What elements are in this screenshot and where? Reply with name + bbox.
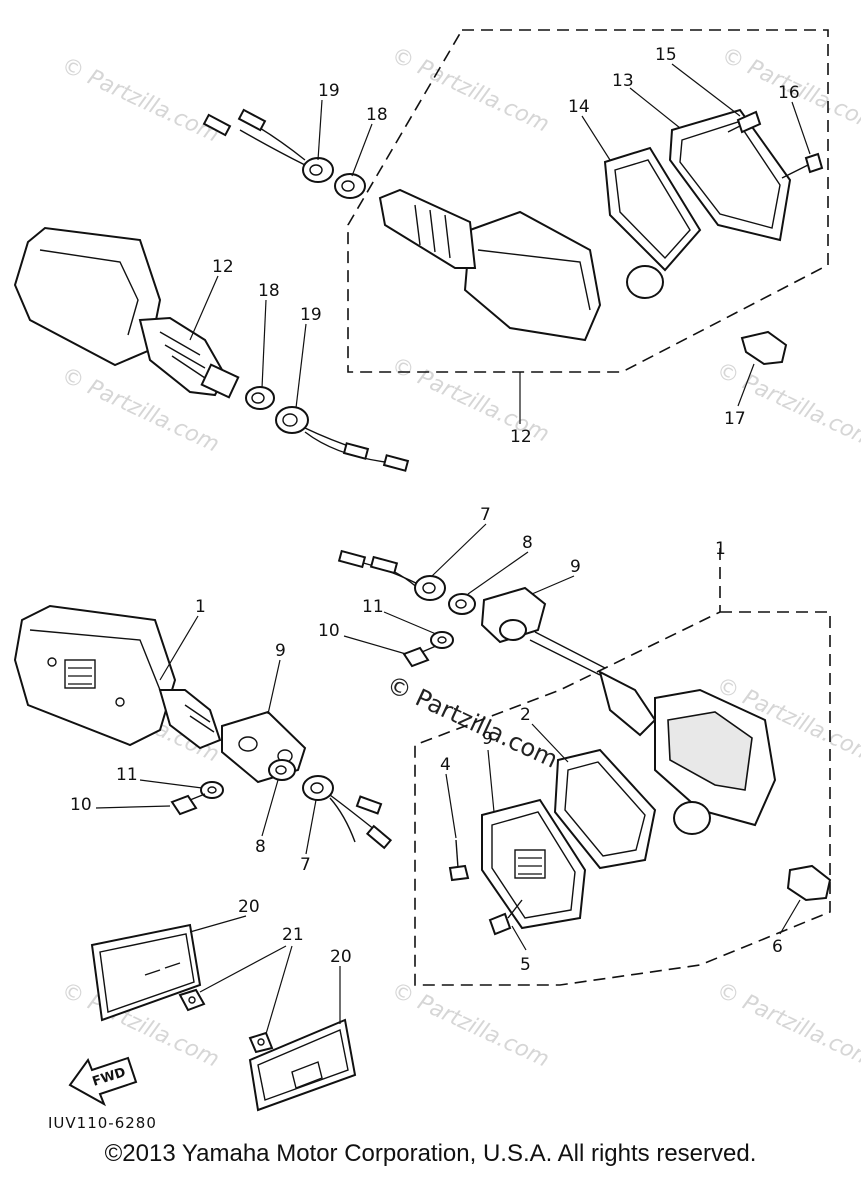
callout-9: 9 (275, 641, 286, 661)
watermark: © Partzilla.com (712, 358, 861, 453)
callout-11: 11 (362, 597, 384, 617)
callout-11: 11 (116, 765, 138, 785)
callout-9: 9 (570, 557, 581, 577)
lens-pattern-icon (514, 849, 546, 879)
watermark: © Partzilla.com (712, 978, 861, 1073)
grommet-19-rear-left (275, 406, 309, 434)
callout-1: 1 (715, 539, 726, 559)
callout-7: 7 (480, 505, 491, 525)
grommet-7-right (414, 575, 446, 601)
callout-13: 13 (612, 71, 634, 91)
watermark: © Partzilla.com (57, 53, 222, 148)
callout-7: 7 (300, 855, 311, 875)
callout-20: 20 (238, 897, 260, 917)
callout-8: 8 (255, 837, 266, 857)
wire-leads-rear-right (202, 108, 306, 166)
screw-4 (448, 839, 470, 882)
flasher-stem (529, 631, 606, 676)
nut-8-left (268, 759, 296, 781)
flasher-front-left (13, 604, 222, 750)
nut-21-left (178, 988, 206, 1012)
wire-leads-front-left (329, 794, 393, 850)
callout-12: 12 (212, 257, 234, 277)
callout-9: 9 (482, 729, 493, 749)
callout-12: 12 (510, 427, 532, 447)
reflector-pattern-icon (291, 1061, 323, 1089)
reflector-20-right (248, 1018, 357, 1112)
watermark: © Partzilla.com (387, 43, 552, 138)
callout-16: 16 (778, 83, 800, 103)
lens-pattern-icon (64, 659, 96, 689)
callout-19: 19 (318, 81, 340, 101)
watermark: © Partzilla.com (387, 978, 552, 1073)
gasket-rear (603, 146, 702, 272)
washer-11-right (430, 631, 454, 649)
callout-20: 20 (330, 947, 352, 967)
bolt-10-left (170, 793, 206, 816)
callout-5: 5 (520, 955, 531, 975)
callout-18: 18 (366, 105, 388, 125)
group-boundary-rear (347, 29, 829, 373)
screw-15 (727, 110, 762, 134)
wire-leads-front-right (337, 549, 421, 591)
flasher-rear-left (13, 226, 240, 399)
callout-10: 10 (70, 795, 92, 815)
bulb-17 (740, 330, 788, 366)
bolt-10-right (402, 645, 437, 668)
callouts-front: 7 8 9 1 11 10 1 9 11 10 8 7 2 9 4 5 6 20… (70, 505, 801, 1035)
flasher-front-right (598, 670, 777, 835)
parts-diagram: © Partzilla.com © Partzilla.com © Partzi… (13, 29, 861, 1130)
callout-2: 2 (520, 705, 531, 725)
bulb-in-housing (673, 801, 711, 835)
callout-1: 1 (195, 597, 206, 617)
callout-6: 6 (772, 937, 783, 957)
lens-front (481, 798, 587, 930)
callout-14: 14 (568, 97, 590, 117)
callout-8: 8 (522, 533, 533, 553)
gasket-front (553, 748, 657, 870)
group-boundary-front (414, 611, 831, 986)
grommet-18-rear-left (245, 386, 275, 410)
bracket-front-right (480, 586, 547, 644)
bulb-6 (786, 864, 832, 902)
bulb-rear-in-housing (626, 265, 664, 299)
nut-8-right (448, 593, 476, 615)
wire-leads-rear-left (304, 427, 410, 472)
callout-21: 21 (282, 925, 304, 945)
callout-10: 10 (318, 621, 340, 641)
callouts-rear: 19 18 14 13 15 16 12 18 19 12 17 (189, 45, 811, 447)
callout-19: 19 (300, 305, 322, 325)
callout-18: 18 (258, 281, 280, 301)
callout-15: 15 (655, 45, 677, 65)
callout-17: 17 (724, 409, 746, 429)
nut-21-right (248, 1031, 274, 1054)
diagram-code: IUV110-6280 (48, 1114, 157, 1130)
screw-5 (488, 899, 523, 936)
grommet-19-rear-right (302, 157, 334, 183)
callout-4: 4 (440, 755, 451, 775)
grommet-18-rear-right (334, 173, 366, 199)
watermark-main: © Partzilla.com (382, 670, 562, 774)
reflector-20-left (90, 923, 202, 1022)
fwd-arrow-icon: FWD (68, 1056, 138, 1107)
flasher-rear-right (378, 188, 602, 342)
screw-16 (781, 152, 824, 179)
copyright-notice: ©2013 Yamaha Motor Corporation, U.S.A. A… (104, 1140, 757, 1167)
grommet-7-left (302, 775, 334, 801)
washer-11-left (200, 781, 224, 799)
